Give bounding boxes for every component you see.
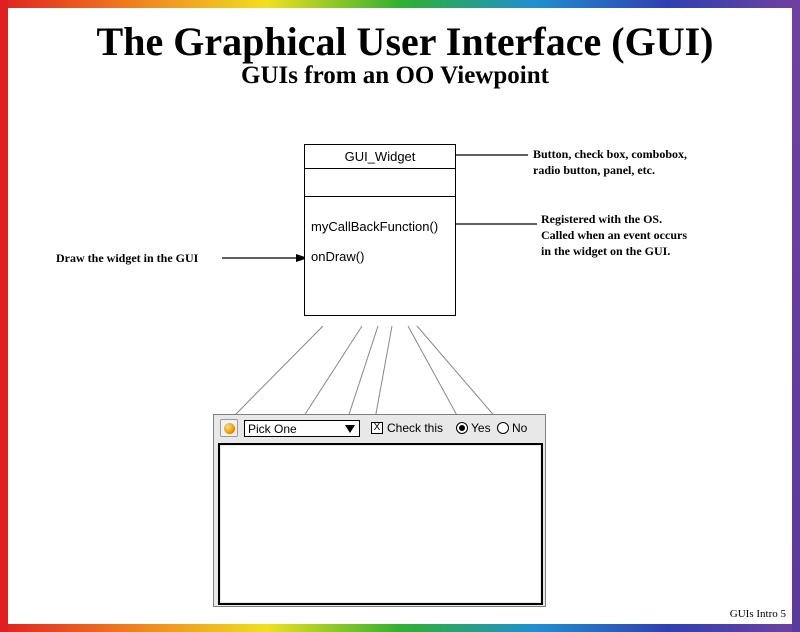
radio-selected-dot <box>459 425 465 431</box>
connector-combobox <box>301 325 363 420</box>
rainbow-border-bottom <box>0 624 800 632</box>
connector-radio-no <box>416 325 498 420</box>
rainbow-border-left <box>0 0 8 632</box>
slide-title: The Graphical User Interface (GUI) <box>96 19 714 64</box>
slide-footer: GUIs Intro 5 <box>729 608 786 620</box>
gui-combobox[interactable]: Pick One <box>244 420 360 437</box>
connector-radio-yes <box>407 325 460 420</box>
gui-button[interactable] <box>220 419 238 437</box>
rainbow-border-right <box>792 0 800 632</box>
gui-mockup-window: Pick One X Check this Yes No <box>213 414 546 607</box>
connector-button <box>231 325 324 419</box>
radio-no-label: No <box>512 421 528 435</box>
radio-yes-label: Yes <box>471 421 491 435</box>
uml-attributes-section <box>305 169 455 197</box>
note-draw: Draw the widget in the GUI <box>56 251 199 265</box>
gui-checkbox[interactable]: X <box>371 422 383 434</box>
gui-radio-no[interactable] <box>497 422 509 434</box>
gui-toolbar: Pick One X Check this Yes No <box>216 417 543 440</box>
note-widget-types: Button, check box, combobox, radio butto… <box>533 147 688 177</box>
uml-method-ondraw: onDraw() <box>311 249 365 264</box>
gui-radio-yes[interactable] <box>456 422 468 434</box>
connector-checkbox <box>374 325 393 420</box>
gui-panel[interactable] <box>218 443 543 605</box>
uml-class-box: GUI_Widget myCallBackFunction() onDraw() <box>304 144 456 316</box>
ball-icon <box>224 423 235 434</box>
uml-method-callback: myCallBackFunction() <box>311 219 439 234</box>
note-callback: Registered with the OS. Called when an e… <box>541 212 687 258</box>
slide-subtitle: GUIs from an OO Viewpoint <box>241 62 549 89</box>
rainbow-border-top <box>0 0 800 8</box>
checkbox-label: Check this <box>387 421 444 435</box>
combobox-value: Pick One <box>248 422 297 436</box>
uml-class-name: GUI_Widget <box>305 145 455 169</box>
dropdown-arrow-icon <box>345 425 355 433</box>
